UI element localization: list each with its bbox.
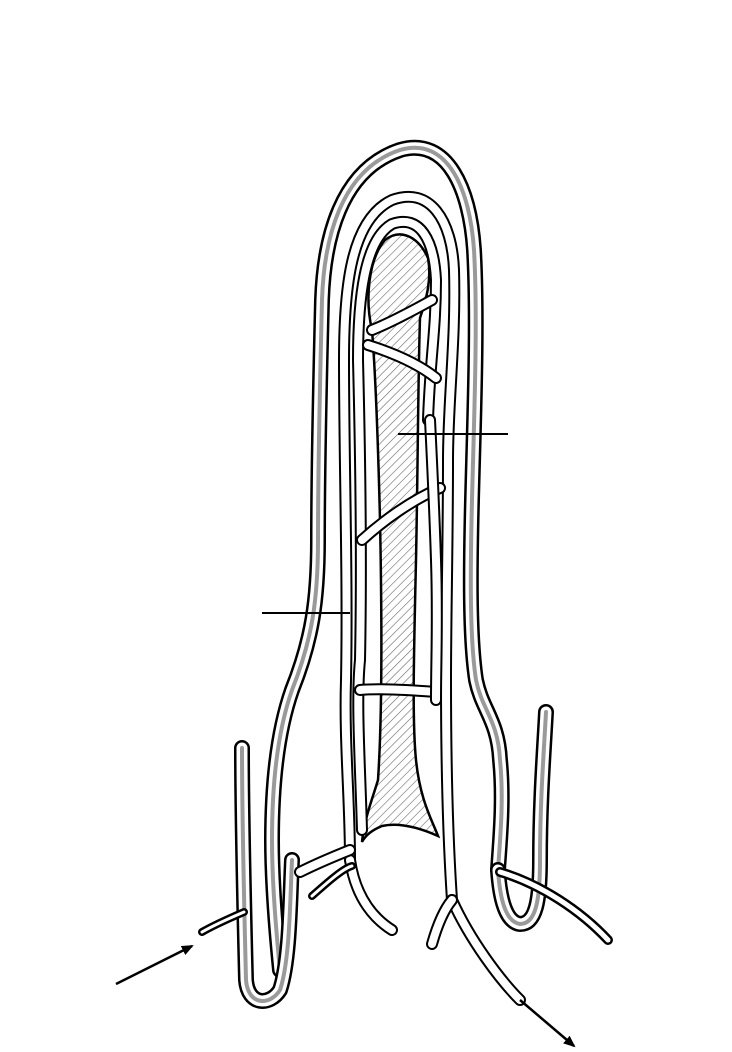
outflow-arrow [520, 1000, 574, 1046]
inflow-arrow [116, 946, 192, 984]
